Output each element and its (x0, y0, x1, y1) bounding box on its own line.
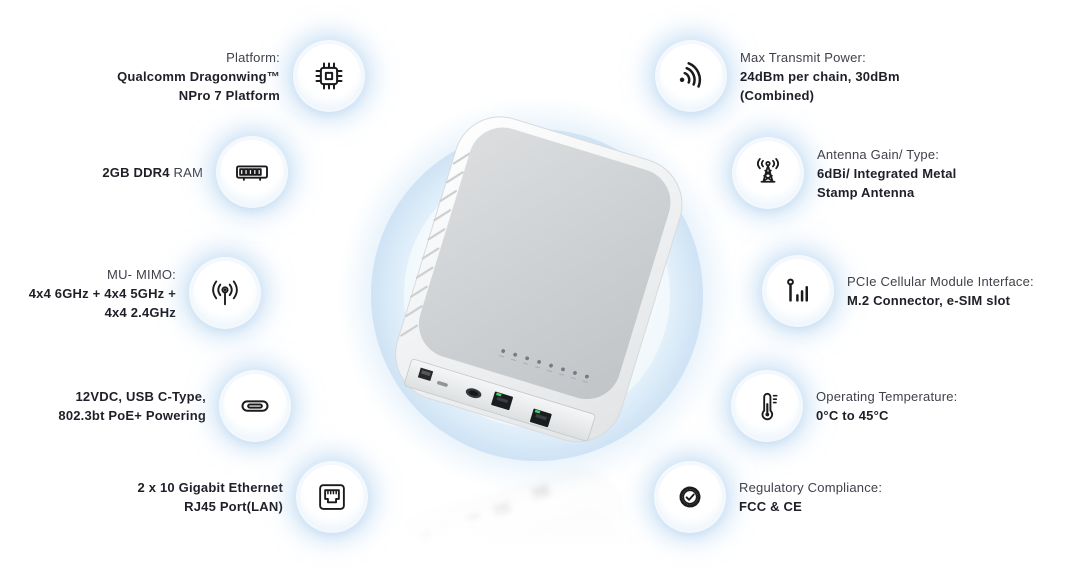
ram-icon (236, 165, 268, 181)
callout-text-line: NPro 7 Platform (179, 86, 280, 105)
callout-regulatory-compliance-text: Regulatory Compliance: FCC & CE (739, 478, 882, 516)
spec-value: 4x4 2.4GHz (104, 304, 176, 320)
spec-label: Operating Temperature: (816, 389, 958, 404)
thermometer-icon (761, 392, 778, 421)
spec-label: RAM (169, 164, 203, 180)
spec-value: 6dBi/ Integrated Metal (817, 165, 957, 181)
port-strip (404, 359, 596, 442)
certificate-badge-icon (679, 486, 701, 508)
wireless-antenna-icon (212, 280, 238, 306)
callout-text-line: 12VDC, USB C-Type, (76, 387, 207, 406)
callout-text-line: 802.3bt PoE+ Powering (58, 406, 206, 425)
spec-label: Regulatory Compliance: (739, 480, 883, 495)
slot (437, 381, 448, 387)
callout-platform: Platform: Qualcomm Dragonwing™ NPro 7 Plat… (117, 44, 361, 108)
icon-circle (766, 259, 830, 323)
spec-value: FCC & CE (739, 499, 802, 514)
callout-antenna-gain: Antenna Gain/ Type: 6dBi/ Integrated Meta… (736, 141, 956, 205)
callout-text-line: Qualcomm Dragonwing™ (117, 67, 280, 86)
spec-value: RJ45 Port(LAN) (184, 499, 283, 514)
callout-regulatory-compliance: Regulatory Compliance: FCC & CE (658, 465, 882, 529)
rj45-port-1 (491, 391, 513, 411)
callout-text-line: 4x4 6GHz + 4x4 5GHz + (29, 284, 176, 303)
callout-text-line: MU- MIMO: (107, 265, 176, 284)
device-top-face (418, 127, 671, 400)
spec-label: PCIe Cellular Module Interface: (847, 274, 1034, 289)
access-point-body (395, 116, 683, 443)
callout-text-line: Platform: (226, 48, 280, 67)
callout-text-line: M.2 Connector, e-SIM slot (847, 291, 1010, 310)
led-indicator-row (499, 349, 589, 384)
spec-value: M.2 Connector, e-SIM slot (847, 293, 1011, 308)
spec-value: 2 x 10 Gigabit Ethernet (137, 480, 283, 495)
callout-power: 12VDC, USB C-Type, 802.3bt PoE+ Powering (58, 374, 287, 438)
icon-circle (223, 374, 287, 438)
callout-text-line: FCC & CE (739, 497, 802, 516)
cellular-signal-icon (787, 278, 808, 302)
spec-label: Platform: (226, 49, 280, 65)
callout-text-line: 0°C to 45°C (816, 406, 889, 425)
icon-circle (297, 44, 361, 108)
spec-value: 0°C to 45°C (816, 408, 889, 423)
spec-value: 802.3bt PoE+ Powering (58, 408, 206, 423)
callout-transmit-power-text: Max Transmit Power: 24dBm per chain, 30dB… (740, 48, 900, 105)
callout-antenna-gain-text: Antenna Gain/ Type: 6dBi/ Integrated Meta… (817, 145, 956, 202)
spec-label: Max Transmit Power: (740, 49, 866, 65)
callout-operating-temperature: Operating Temperature: 0°C to 45°C (735, 374, 957, 438)
callout-text-line: Antenna Gain/ Type: (817, 145, 939, 164)
radio-tower-icon (756, 158, 780, 183)
callout-mu-mimo: MU- MIMO: 4x4 6GHz + 4x4 5GHz + 4x4 2.4GHz (29, 261, 257, 325)
spec-value: (Combined) (740, 87, 815, 103)
icon-circle (735, 374, 799, 438)
callout-text-line: PCIe Cellular Module Interface: (847, 272, 1034, 291)
signal-waves-icon (679, 62, 702, 88)
spec-value: 4x4 6GHz + 4x4 5GHz + (28, 285, 176, 301)
spec-value: 2GB DDR4 (102, 164, 170, 180)
callout-text-line: 2 x 10 Gigabit Ethernet (138, 478, 283, 497)
icon-circle (300, 465, 364, 529)
callout-platform-text: Platform: Qualcomm Dragonwing™ NPro 7 Plat… (117, 48, 280, 105)
side-vent-hatching (400, 152, 471, 337)
callout-text-line: Operating Temperature: (816, 387, 957, 406)
access-point-device-render (337, 95, 737, 570)
callout-transmit-power: Max Transmit Power: 24dBm per chain, 30dB… (659, 44, 900, 108)
spec-label: Antenna Gain/ Type: (817, 146, 940, 162)
callout-text-line: 24dBm per chain, 30dBm (740, 67, 900, 86)
callout-operating-temperature-text: Operating Temperature: 0°C to 45°C (816, 387, 957, 425)
callout-power-text: 12VDC, USB C-Type, 802.3bt PoE+ Powering (58, 387, 206, 425)
chip-icon (315, 62, 343, 90)
icon-circle (736, 141, 800, 205)
rj45-port-2 (529, 408, 552, 428)
callout-cellular-module-text: PCIe Cellular Module Interface: M.2 Conne… (847, 272, 1034, 310)
callout-text-line: Stamp Antenna (817, 183, 914, 202)
icon-circle (220, 140, 284, 204)
callout-cellular-module: PCIe Cellular Module Interface: M.2 Conne… (766, 259, 1034, 323)
callout-text-line: Regulatory Compliance: (739, 478, 882, 497)
icon-circle (658, 465, 722, 529)
icon-circle (659, 44, 723, 108)
ethernet-port-icon (319, 484, 345, 510)
callout-ram-text: 2GB DDR4 RAM (102, 163, 203, 182)
callout-text-line: 6dBi/ Integrated Metal (817, 164, 956, 183)
callout-mu-mimo-text: MU- MIMO: 4x4 6GHz + 4x4 5GHz + 4x4 2.4GHz (29, 265, 176, 322)
spec-value: 12VDC, USB C-Type, (75, 389, 206, 404)
spec-value: Qualcomm Dragonwing™ (117, 68, 280, 84)
spec-value: 24dBm per chain, 30dBm (740, 68, 900, 84)
callout-text-line: 2GB DDR4 RAM (102, 163, 203, 182)
callout-ram: 2GB DDR4 RAM (102, 140, 284, 204)
spec-label: MU- MIMO: (107, 266, 176, 282)
callout-text-line: RJ45 Port(LAN) (184, 497, 283, 516)
spec-value: Stamp Antenna (817, 184, 915, 200)
callout-text-line: 4x4 2.4GHz (105, 303, 176, 322)
callout-text-line: Max Transmit Power: (740, 48, 866, 67)
spec-value: NPro 7 Platform (178, 87, 280, 103)
usb-c-icon (241, 400, 269, 412)
callout-text-line: (Combined) (740, 86, 814, 105)
icon-circle (193, 261, 257, 325)
